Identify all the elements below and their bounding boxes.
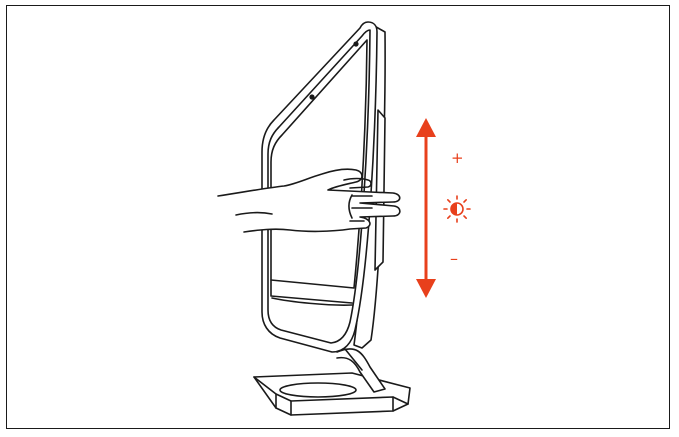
double-vertical-arrow-icon <box>416 118 436 298</box>
sensor-icon <box>309 94 315 100</box>
brightness-increase-label: + <box>451 149 464 167</box>
stand-arm <box>336 348 386 393</box>
hand-arm <box>217 168 401 233</box>
stand-base <box>253 372 411 416</box>
brightness-sun-icon <box>443 195 471 223</box>
camera-icon <box>353 41 359 47</box>
brightness-decrease-label: – <box>450 249 458 268</box>
